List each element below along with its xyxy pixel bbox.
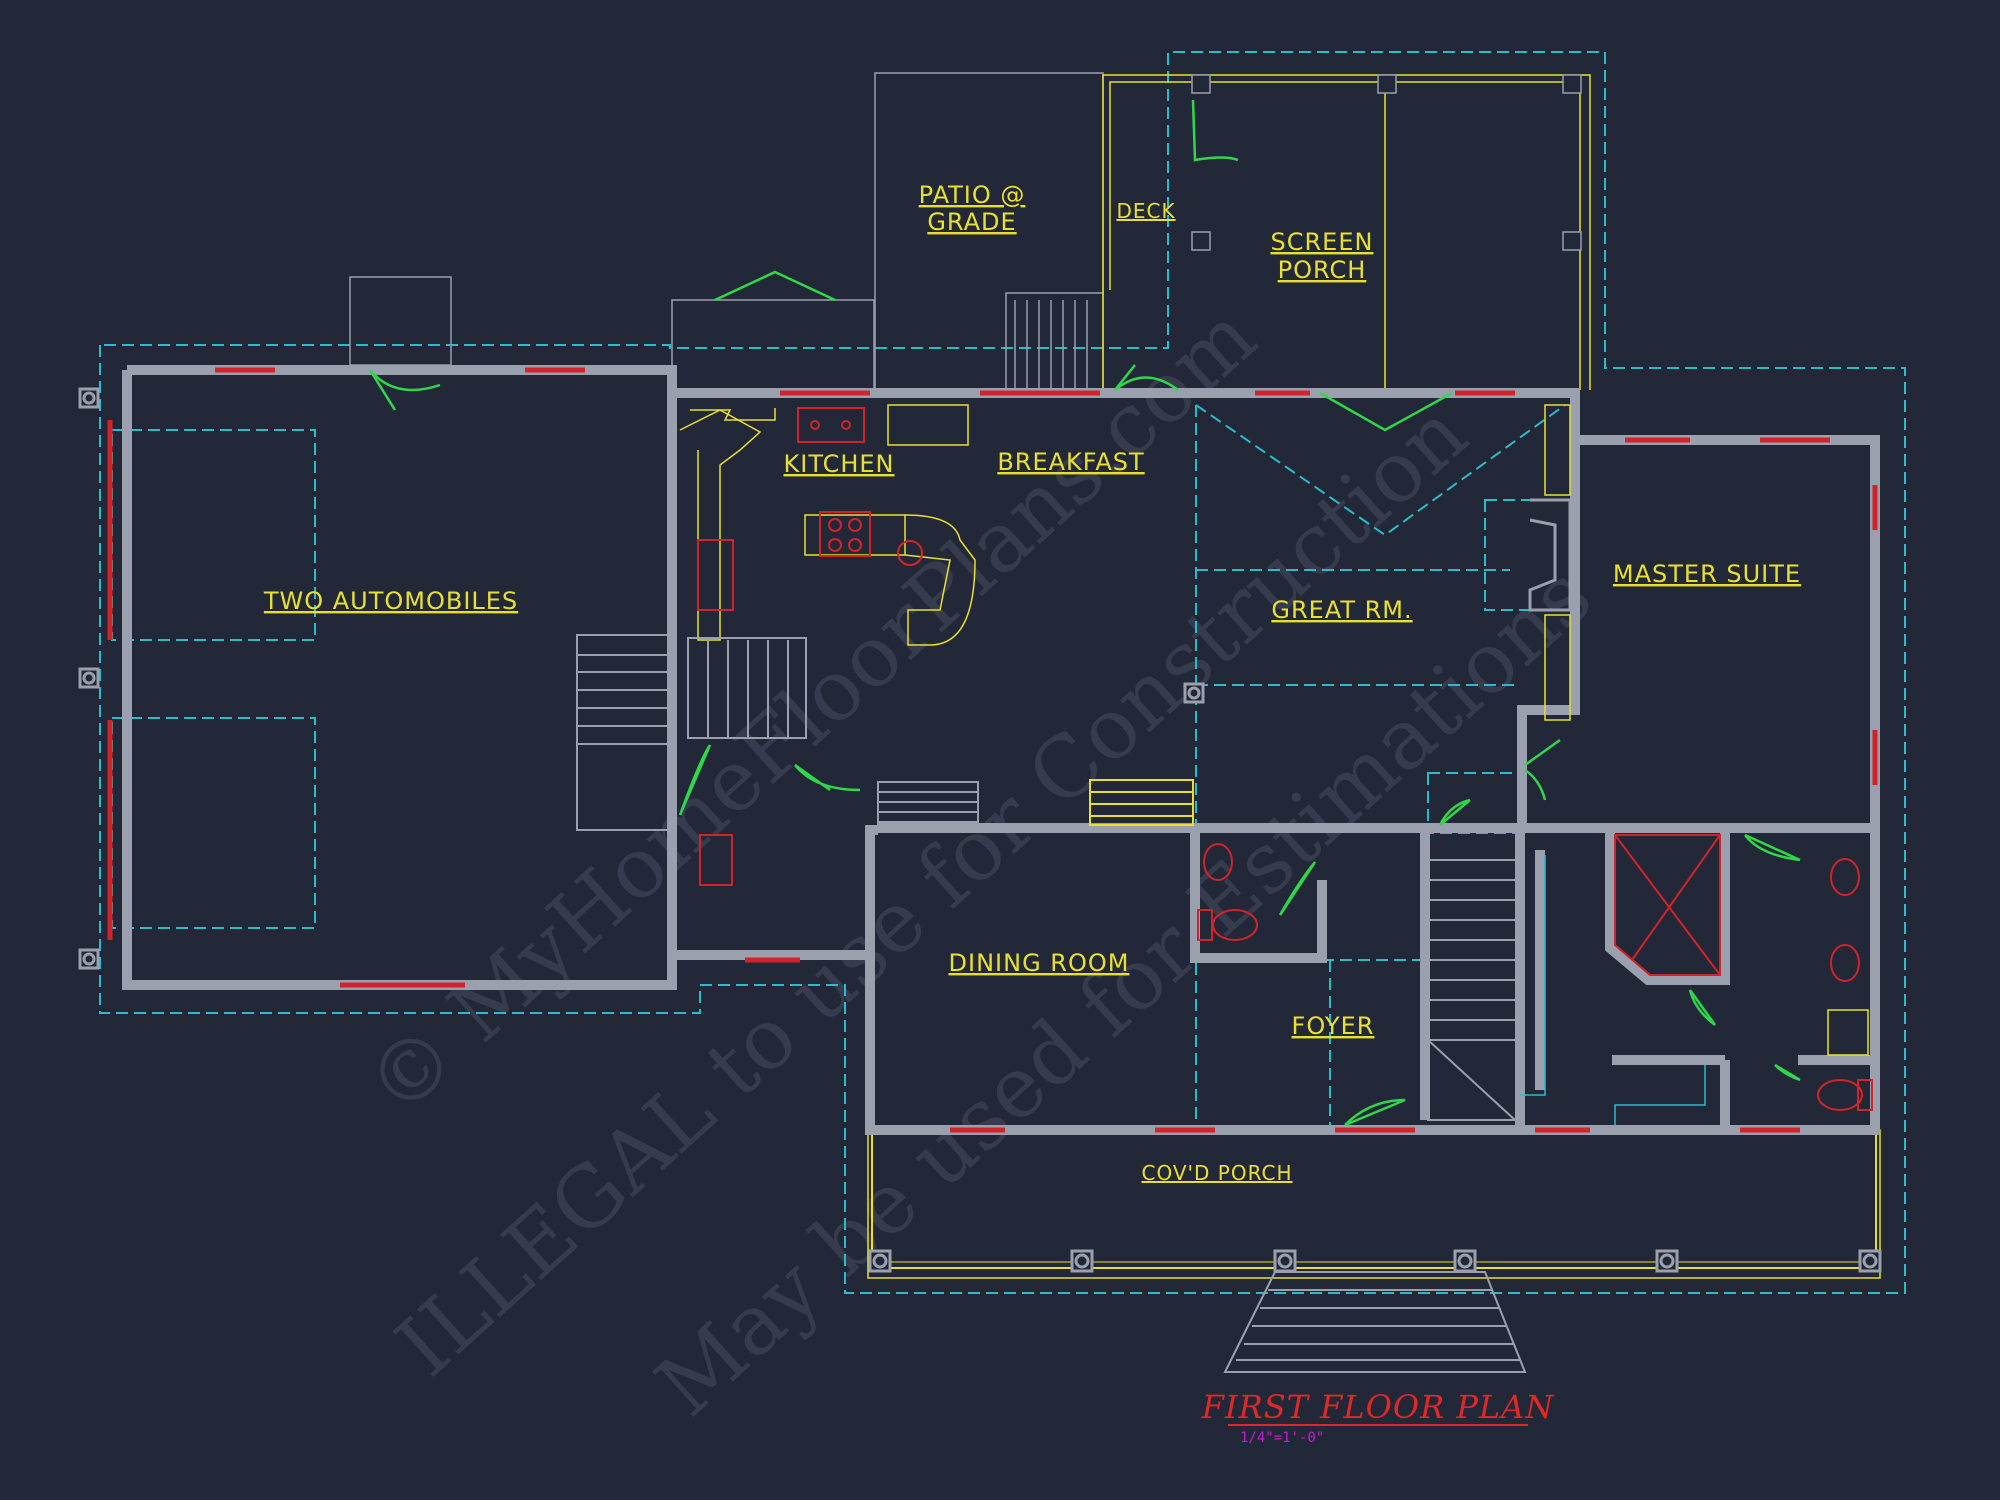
bath-vanity xyxy=(1520,855,1869,1125)
columns xyxy=(78,387,1882,1273)
plan-title: FIRST FLOOR PLAN xyxy=(1201,1388,1554,1426)
door-swings xyxy=(368,99,1801,1127)
fireplace xyxy=(1528,404,1572,721)
label-dining-room: DINING ROOM xyxy=(949,949,1130,977)
label-garage: TWO AUTOMOBILES xyxy=(263,587,518,615)
label-foyer: FOYER xyxy=(1292,1012,1375,1040)
plan-title-block: FIRST FLOOR PLAN 1/4"=1'-0" xyxy=(1201,1388,1554,1446)
bath-fixtures xyxy=(1197,834,1873,1111)
label-deck: DECK xyxy=(1116,199,1175,223)
covered-porch xyxy=(867,1129,1881,1279)
label-patio-line-2: GRADE xyxy=(927,208,1016,236)
front-steps xyxy=(1223,1271,1527,1373)
label-great-room: GREAT RM. xyxy=(1271,596,1412,624)
label-patio-line-1: PATIO @ xyxy=(919,181,1026,209)
room-labels: PATIO @ GRADE DECK SCREEN PORCH TWO AUTO… xyxy=(263,181,1801,1185)
label-screen-porch-line-1: SCREEN xyxy=(1271,228,1374,256)
label-screen-porch-line-2: PORCH xyxy=(1278,256,1367,284)
label-kitchen: KITCHEN xyxy=(784,450,895,478)
kitchen-appliances xyxy=(697,407,923,886)
kitchen-fixtures xyxy=(679,404,976,646)
label-breakfast: BREAKFAST xyxy=(997,448,1144,476)
stairs xyxy=(576,634,1521,1121)
windows xyxy=(107,367,1878,1133)
label-covd-porch: COV'D PORCH xyxy=(1142,1161,1293,1185)
plan-scale: 1/4"=1'-0" xyxy=(1240,1430,1324,1446)
label-master-suite: MASTER SUITE xyxy=(1613,560,1801,588)
